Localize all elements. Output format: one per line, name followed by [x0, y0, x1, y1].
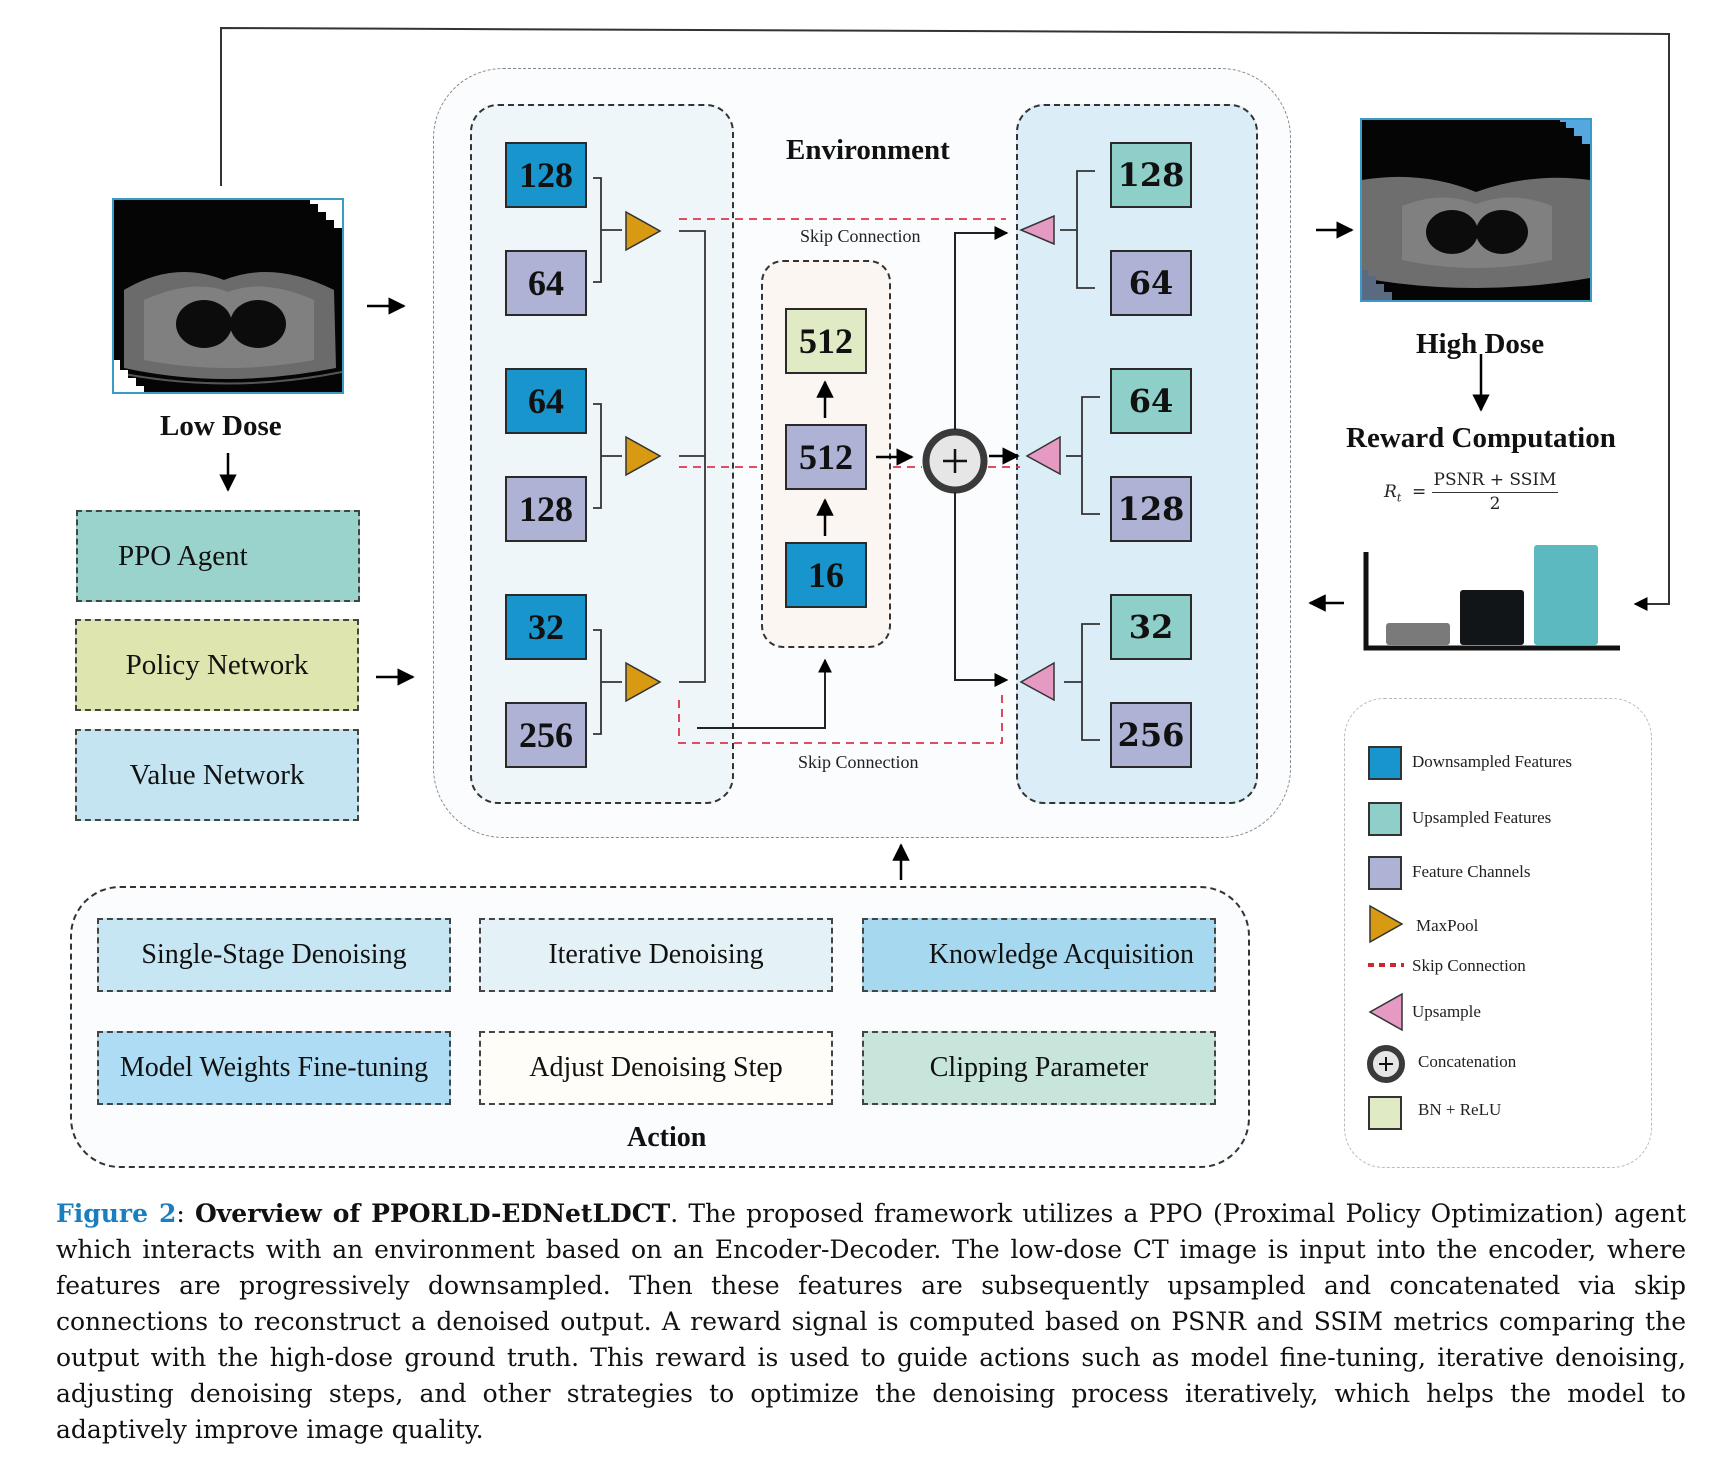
decoder-block-up-3: 32 [1110, 594, 1192, 660]
legend-label-downsampled: Downsampled Features [1412, 752, 1573, 771]
formula-numerator: PSNR + SSIM [1432, 470, 1558, 493]
encoder-block-channels-3: 256 [505, 702, 587, 768]
encoder-block-channels-2: 128 [505, 476, 587, 542]
bottleneck-bn-relu-block: 512 [785, 308, 867, 374]
reward-bar-3 [1534, 545, 1598, 645]
decoder-block-up-1: 128 [1110, 142, 1192, 208]
reward-computation-title: Reward Computation [1346, 422, 1616, 454]
bottleneck-channels-block: 512 [785, 424, 867, 490]
high-dose-label: High Dose [1416, 328, 1545, 360]
formula-sub: t [1396, 491, 1402, 505]
bottleneck-panel: 512 512 16 [761, 260, 891, 648]
policy-network-box: Policy Network [75, 619, 359, 711]
legend-label-bn-relu: BN + ReLU [1418, 1100, 1502, 1119]
reward-bar-1 [1386, 623, 1450, 645]
legend-label-maxpool: MaxPool [1416, 916, 1479, 935]
skip-connection-label-top: Skip Connection [800, 226, 921, 246]
low-dose-label: Low Dose [160, 410, 282, 442]
formula-lhs: R [1384, 482, 1397, 502]
formula-denominator: 2 [1489, 494, 1501, 514]
decoder-block-up-2: 64 [1110, 368, 1192, 434]
reward-chart-axes [1363, 552, 1620, 651]
ppo-agent-box: PPO Agent [76, 510, 360, 602]
action-model-weights-fine-tuning: Model Weights Fine-tuning [97, 1031, 451, 1105]
action-single-stage-denoising: Single-Stage Denoising [97, 918, 451, 992]
decoder-block-channels-1: 64 [1110, 250, 1192, 316]
legend-label-skip-connection: Skip Connection [1412, 956, 1526, 975]
high-dose-ct-image [1360, 118, 1592, 302]
figure-caption: Figure 2: Overview of PPORLD-EDNetLDCT. … [56, 1196, 1686, 1448]
caption-title: Overview of PPORLD-EDNetLDCT [194, 1199, 671, 1228]
skip-connection-label-bottom: Skip Connection [798, 752, 919, 772]
legend-label-upsample: Upsample [1412, 1002, 1481, 1021]
caption-separator: : [176, 1199, 195, 1228]
value-network-box: Value Network [75, 729, 359, 821]
low-dose-ct-image [112, 198, 344, 394]
legend-maxpool-icon [1369, 904, 1404, 944]
bottleneck-down-block: 16 [785, 542, 867, 608]
environment-title: Environment [786, 134, 950, 166]
encoder-block-down-1: 128 [505, 142, 587, 208]
action-title: Action [627, 1122, 707, 1153]
legend-swatch-bn-relu [1368, 1096, 1402, 1130]
action-clipping-parameter: Clipping Parameter [862, 1031, 1216, 1105]
legend-swatch-upsampled [1368, 802, 1402, 836]
action-knowledge-acquisition: Knowledge Acquisition [862, 918, 1216, 992]
encoder-block-down-3: 32 [505, 594, 587, 660]
encoder-panel: 128 64 64 128 32 256 [470, 104, 734, 804]
decoder-block-channels-3: 256 [1110, 702, 1192, 768]
action-adjust-denoising-step: Adjust Denoising Step [479, 1031, 833, 1105]
legend-label-upsampled: Upsampled Features [1412, 808, 1552, 827]
legend-label-concatenation: Concatenation [1418, 1052, 1517, 1071]
formula-eq: = [1412, 482, 1427, 502]
legend-upsample-icon [1368, 992, 1403, 1032]
caption-body: . The proposed framework utilizes a PPO … [56, 1199, 1686, 1444]
legend-swatch-downsampled [1368, 746, 1402, 780]
caption-figure-label: Figure 2 [56, 1199, 177, 1228]
legend-skip-connection-icon [1368, 963, 1404, 967]
legend-concatenation-icon [1367, 1045, 1405, 1083]
legend-label-channels: Feature Channels [1412, 862, 1531, 881]
legend-swatch-channels [1368, 856, 1402, 890]
decoder-block-channels-2: 128 [1110, 476, 1192, 542]
decoder-panel: 128 64 64 128 32 256 [1016, 104, 1258, 804]
action-iterative-denoising: Iterative Denoising [479, 918, 833, 992]
encoder-block-channels-1: 64 [505, 250, 587, 316]
reward-formula: Rt = PSNR + SSIM 2 [1384, 470, 1574, 520]
encoder-block-down-2: 64 [505, 368, 587, 434]
reward-bar-2 [1460, 590, 1524, 645]
